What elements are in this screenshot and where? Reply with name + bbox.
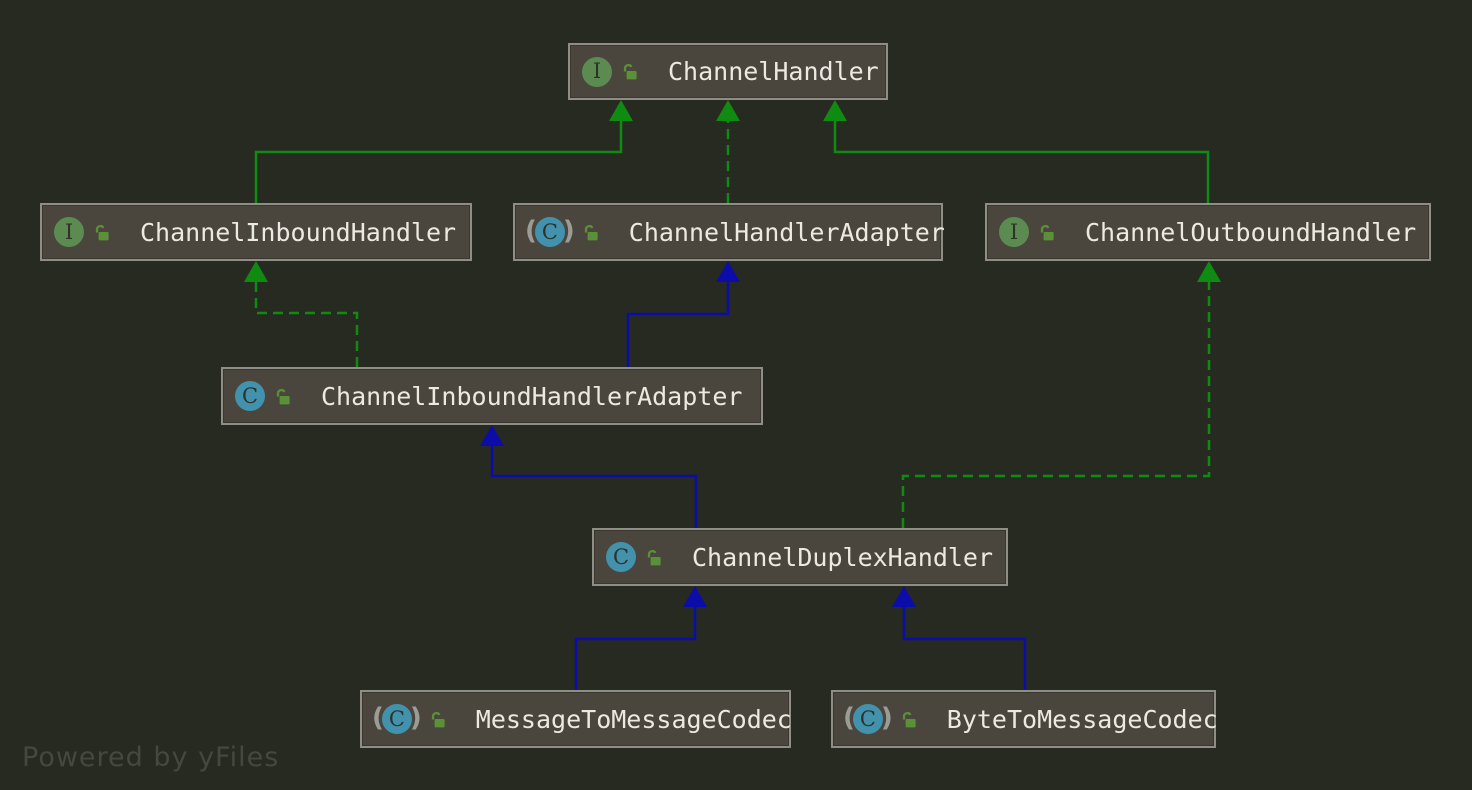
class-node-channel-handler[interactable]: I ChannelHandler	[568, 43, 888, 100]
node-label: ByteToMessageCodec	[946, 704, 1218, 734]
class-node-channel-outbound-handler[interactable]: I ChannelOutboundHandler	[985, 203, 1431, 261]
class-node-message-to-message-codec[interactable]: (C) MessageToMessageCodec	[360, 690, 792, 748]
public-lock-icon	[900, 710, 919, 729]
class-node-channel-duplex-handler[interactable]: C ChannelDuplexHandler	[592, 528, 1008, 586]
class-icon: C	[235, 381, 265, 411]
node-label: ChannelDuplexHandler	[692, 542, 994, 572]
interface-icon: I	[582, 56, 612, 87]
public-lock-icon	[93, 223, 112, 242]
class-icon: C	[606, 542, 636, 572]
node-label: MessageToMessageCodec	[475, 704, 792, 734]
node-label: ChannelInboundHandler	[140, 217, 457, 247]
public-lock-icon	[429, 710, 448, 729]
interface-icon: I	[999, 217, 1029, 247]
public-lock-icon	[274, 387, 293, 406]
public-lock-icon	[645, 548, 664, 567]
abstract-class-icon: (C)	[372, 703, 422, 734]
node-label: ChannelOutboundHandler	[1085, 217, 1417, 247]
class-node-channel-handler-adapter[interactable]: (C) ChannelHandlerAdapter	[513, 203, 945, 261]
class-node-byte-to-message-codec[interactable]: (C) ByteToMessageCodec	[831, 690, 1218, 748]
node-label: ChannelInboundHandlerAdapter	[321, 381, 743, 411]
node-label: ChannelHandler	[668, 57, 879, 86]
abstract-class-icon: (C)	[843, 703, 893, 734]
public-lock-icon	[1038, 223, 1057, 242]
node-label: ChannelHandlerAdapter	[628, 217, 945, 247]
class-node-channel-inbound-handler[interactable]: I ChannelInboundHandler	[40, 203, 472, 261]
class-node-channel-inbound-handler-adapter[interactable]: C ChannelInboundHandlerAdapter	[221, 367, 763, 425]
abstract-class-icon: (C)	[525, 216, 575, 247]
public-lock-icon	[621, 62, 640, 81]
public-lock-icon	[582, 223, 601, 242]
yfiles-watermark: Powered by yFiles	[22, 742, 280, 773]
interface-icon: I	[54, 217, 84, 247]
